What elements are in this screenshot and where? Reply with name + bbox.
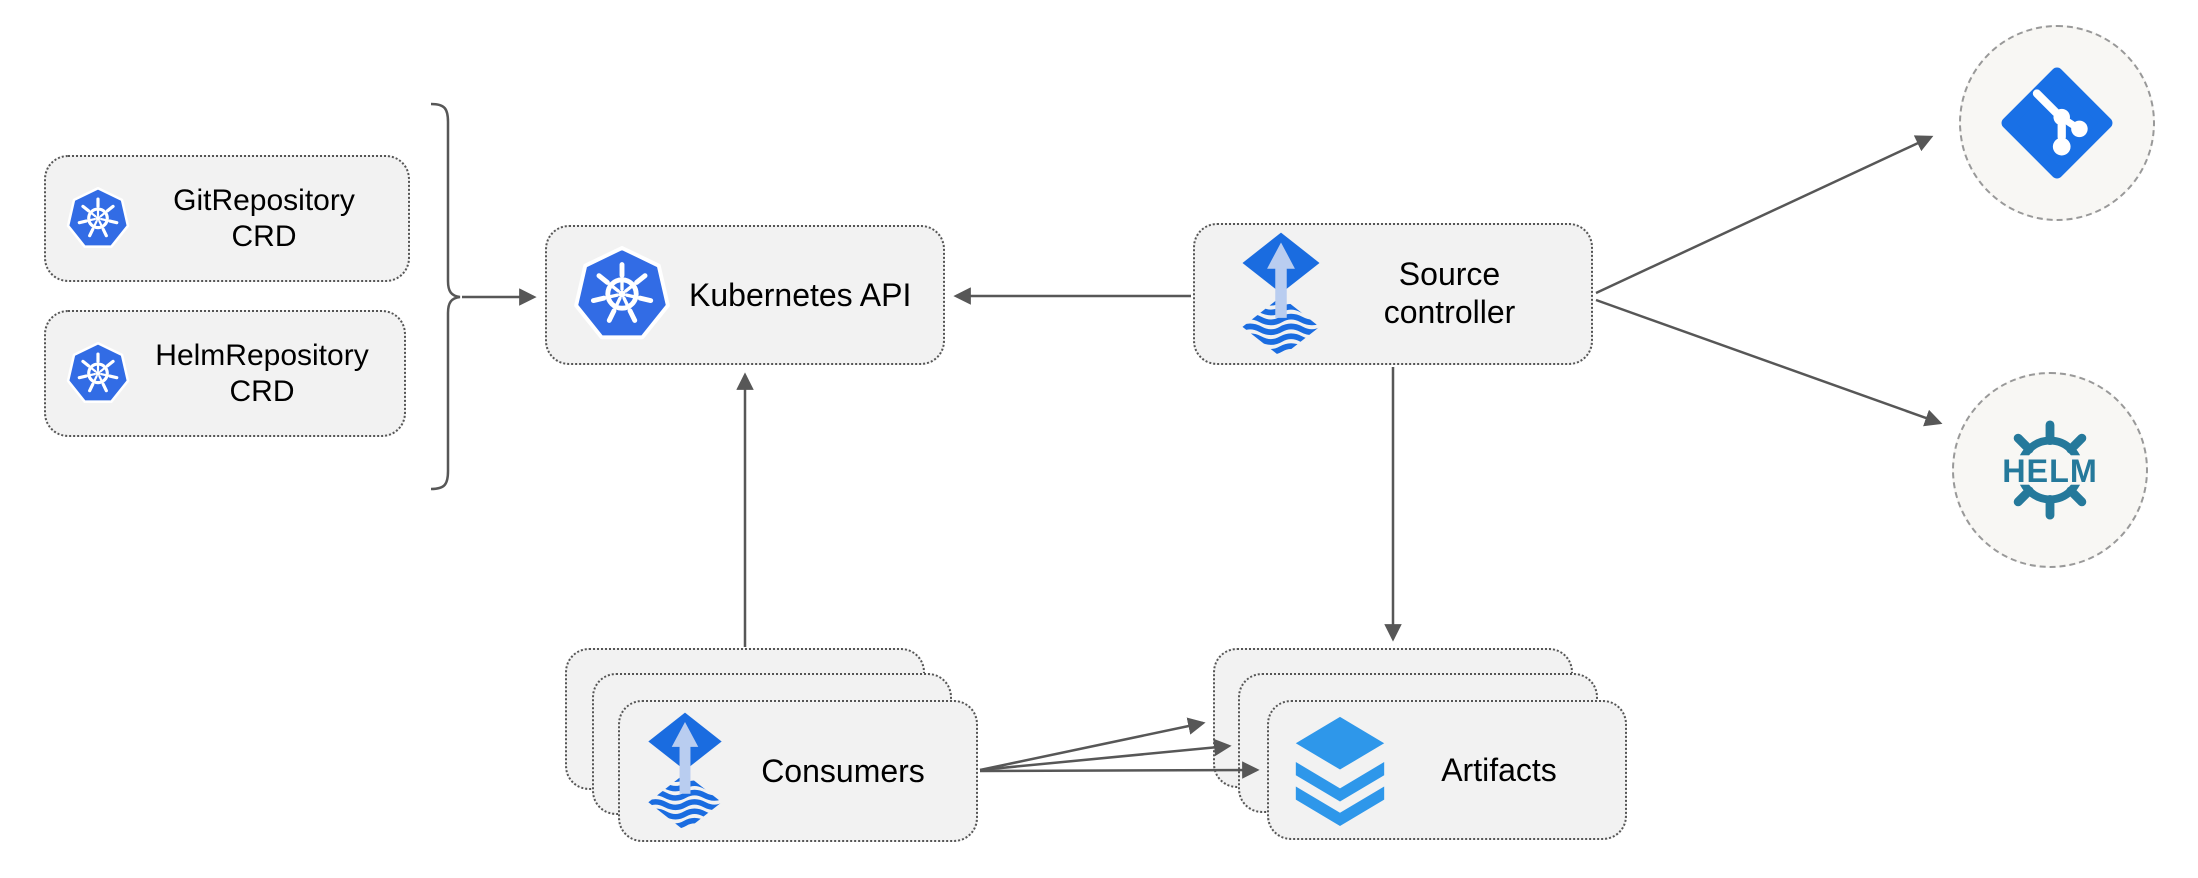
- connector-source-to-git-remote: [1595, 135, 1934, 295]
- connector-consumers-to-artifacts-middle: [979, 738, 1232, 772]
- helm-logo-text: HELM: [2002, 453, 2098, 489]
- node-helm-remote: HELM: [1952, 372, 2148, 568]
- layers-icon: [1295, 716, 1385, 826]
- connector-source-to-helm-remote: [1595, 298, 1943, 427]
- node-label: Source controller: [1322, 256, 1591, 332]
- node-kubernetes-api: Kubernetes API: [545, 225, 945, 365]
- kubernetes-icon: [66, 186, 130, 248]
- node-label: Kubernetes API: [689, 276, 912, 313]
- kubernetes-icon: [66, 341, 130, 403]
- git-icon: [1998, 64, 2116, 182]
- node-label-line1: HelmRepository: [155, 339, 369, 373]
- node-label-line2: controller: [1383, 294, 1516, 330]
- node-artifacts: Artifacts: [1267, 700, 1627, 840]
- node-source-controller: Source controller: [1193, 223, 1593, 365]
- node-label: HelmRepository CRD: [130, 338, 404, 409]
- flux-source-icon: [646, 711, 724, 832]
- node-git-repository-crd: GitRepository CRD: [44, 155, 410, 282]
- crd-group-brace: [430, 102, 461, 491]
- kubernetes-icon: [573, 246, 671, 344]
- node-label-line2: CRD: [231, 219, 297, 253]
- node-label-line1: GitRepository: [173, 184, 355, 218]
- node-git-remote: [1959, 25, 2155, 221]
- node-label: GitRepository CRD: [130, 183, 408, 254]
- connector-consumers-to-artifacts-back: [979, 717, 1206, 772]
- node-label-line1: Source: [1398, 256, 1501, 293]
- node-consumers: Consumers: [618, 700, 978, 842]
- flux-source-icon: [1240, 231, 1322, 358]
- node-label-line2: CRD: [229, 374, 295, 408]
- helm-icon: HELM: [1986, 419, 2114, 521]
- node-helm-repository-crd: HelmRepository CRD: [44, 310, 406, 437]
- node-label: Consumers: [761, 752, 925, 789]
- node-label: Artifacts: [1441, 751, 1557, 788]
